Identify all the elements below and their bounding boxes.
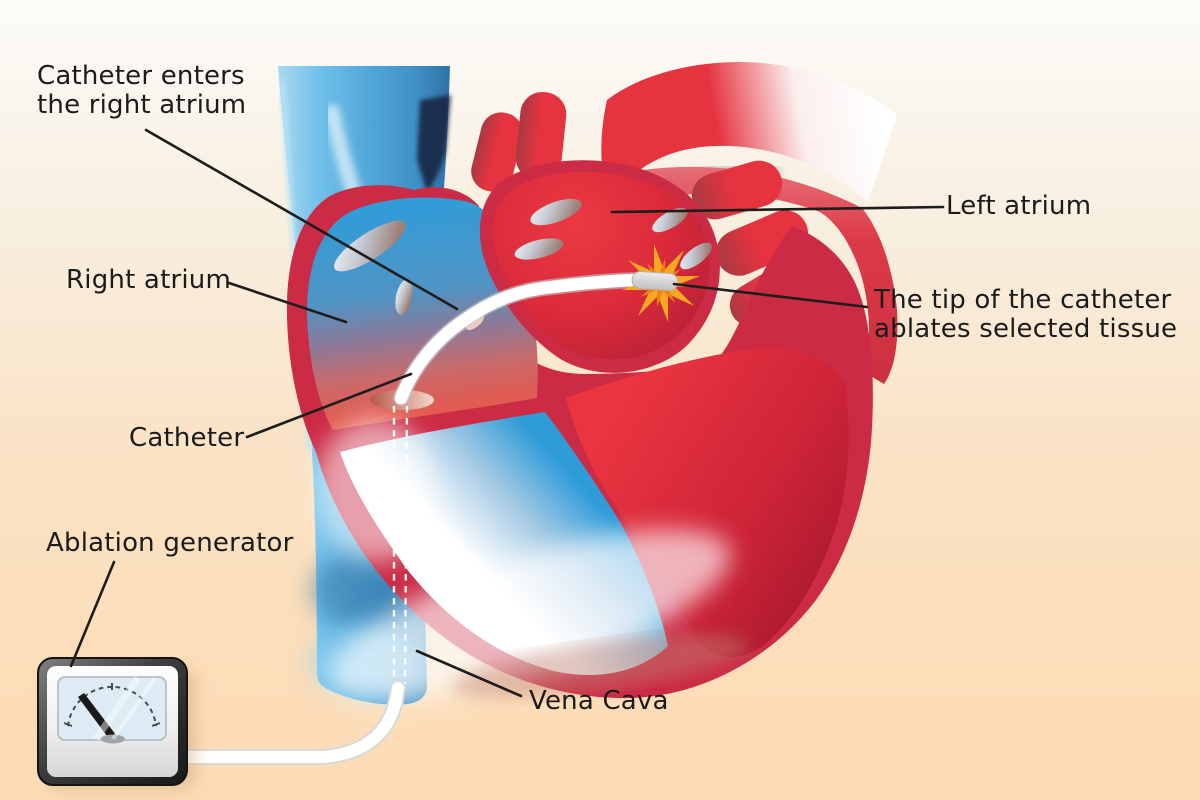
label-ablation-generator: Ablation generator [46,528,294,558]
ablation-generator-device [37,657,196,790]
label-catheter-enters: Catheter enters the right atrium [37,61,247,121]
label-right-atrium: Right atrium [66,265,231,295]
label-catheter: Catheter [129,423,245,453]
catheter-external-cable [178,680,406,765]
label-catheter-tip-line1: The tip of the catheter [874,285,1172,315]
label-catheter-tip-line2: ablates selected tissue [874,314,1178,345]
leader-catheter [245,372,413,439]
leader-catheter-enters [144,128,459,311]
meter-needle [78,693,116,740]
label-left-atrium: Left atrium [946,191,1092,221]
label-vena-cava: Vena Cava [529,686,669,716]
svc-shadow-stripe [417,95,451,192]
catheter-tube [393,272,654,406]
leader-catheter-tip [672,282,869,309]
label-catheter-enters-line2: the right atrium [37,90,247,121]
label-catheter-enters-line1: Catheter enters [37,61,245,91]
left-atrium-openings [514,198,712,270]
leader-ablation-generator [69,560,116,668]
left-ventricle-chamber [566,348,849,658]
leader-vena-cava [415,649,523,698]
heart-body [286,160,873,701]
label-catheter-tip: The tip of the catheter ablates selected… [874,285,1178,345]
screen-glare [93,676,157,741]
catheter-tip-electrode [631,270,679,292]
leader-left-atrium [610,205,945,214]
meter-scale [63,683,161,727]
meter-pivot [101,734,125,744]
leader-lines [69,128,945,698]
catheter-dashed-path [392,405,409,685]
leader-right-atrium [227,281,348,324]
